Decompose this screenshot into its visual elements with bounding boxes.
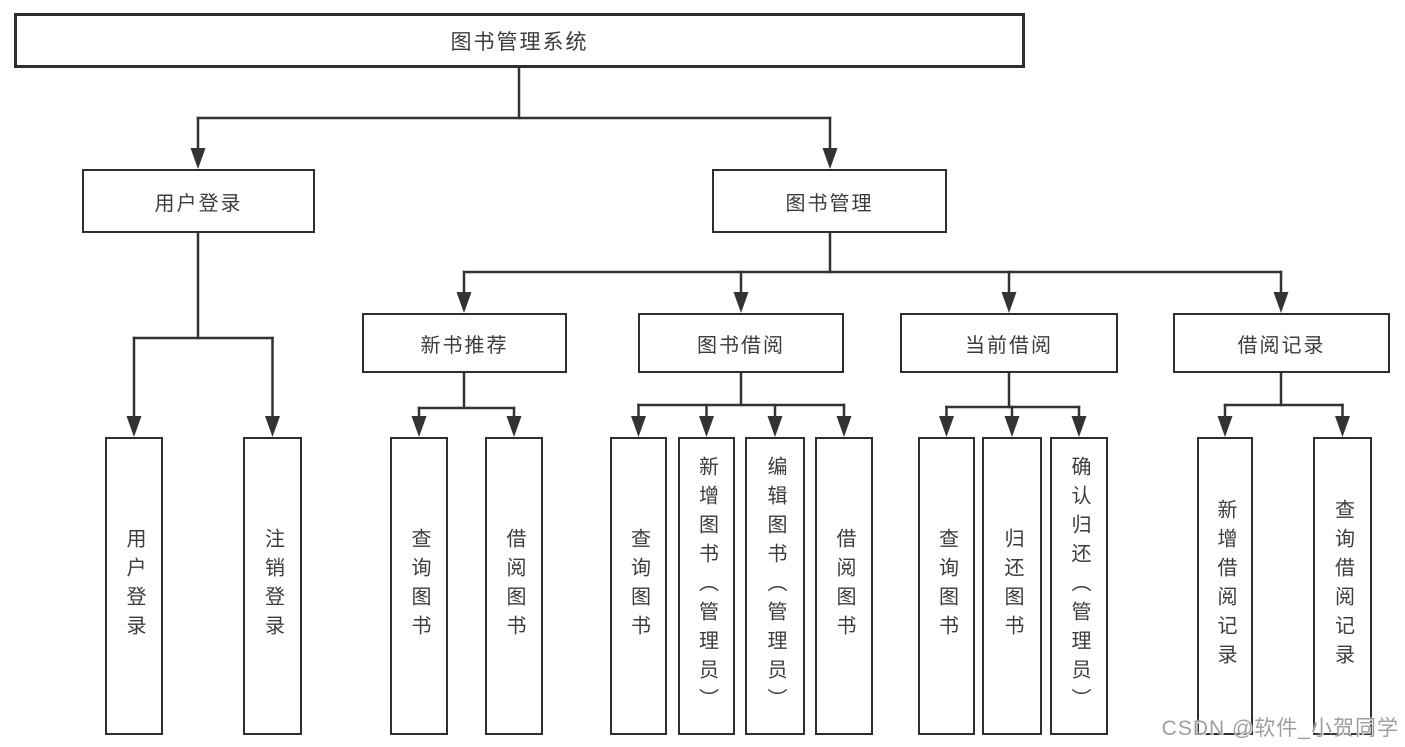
arrowhead [1071,416,1087,437]
node-borrowing-records: 借阅记录 [1173,313,1390,373]
arrowhead [822,148,838,169]
leaf-label: 借阅图书 [833,528,855,644]
arrowhead [939,416,954,437]
node-library-management-system: 图书管理系统 [14,13,1025,68]
node-label: 当前借阅 [965,334,1053,357]
node-book-management: 图书管理 [712,169,947,233]
node-current-borrowing: 当前借阅 [900,313,1118,373]
leaf-label: 新增借阅记录 [1214,499,1236,673]
leaf-label: 归还图书 [1001,528,1023,644]
leaf-query-borrow-record: 查询借阅记录 [1313,437,1372,735]
leaf-label: 查询图书 [627,528,650,644]
leaf-return-books: 归还图书 [982,437,1042,735]
node-label: 图书管理系统 [450,30,589,54]
arrowhead [699,416,714,437]
leaf-label: 查询图书 [408,528,430,644]
leaf-confirm-return-admin: 确认归还（管理员） [1050,437,1108,735]
node-new-book-recommendation: 新书推荐 [362,313,567,373]
node-label: 新书推荐 [420,334,509,357]
arrowhead [836,416,852,437]
arrowhead [1001,292,1017,313]
arrowhead [126,416,142,437]
node-label: 图书借阅 [697,334,785,357]
leaf-query-books-borrowing: 查询图书 [610,437,667,735]
arrowhead [411,416,427,437]
leaf-label: 借阅图书 [503,528,525,644]
leaf-logout: 注销登录 [243,437,302,735]
leaf-add-borrow-record: 新增借阅记录 [1197,437,1253,735]
watermark: CSDN @软件_小贺同学 [1161,717,1399,740]
arrowhead [1217,416,1233,437]
leaf-add-book-admin: 新增图书（管理员） [678,437,735,735]
arrowhead [1335,416,1350,437]
leaf-label: 新增图书（管理员） [695,455,718,717]
leaf-label: 编辑图书（管理员） [764,455,786,717]
leaf-borrow-books-borrowing: 借阅图书 [815,437,873,735]
arrowhead [631,416,646,437]
arrowhead [265,416,280,437]
leaf-user-login: 用户登录 [105,437,163,735]
leaf-label: 查询图书 [935,528,958,644]
arrowhead [190,148,206,169]
node-label: 借阅记录 [1237,334,1326,357]
leaf-query-books-current: 查询图书 [918,437,975,735]
arrowhead [1004,416,1020,437]
leaf-edit-book-admin: 编辑图书（管理员） [745,437,805,735]
node-label: 用户登录 [154,192,243,215]
leaf-query-books-recommend: 查询图书 [390,437,448,735]
node-user-login: 用户登录 [82,169,315,233]
leaf-borrow-books-recommend: 借阅图书 [485,437,543,735]
node-book-borrowing: 图书借阅 [638,313,844,373]
arrowhead [456,292,472,313]
leaf-label: 注销登录 [261,528,284,644]
arrowhead [1273,292,1289,313]
leaf-label: 确认归还（管理员） [1068,455,1090,717]
leaf-label: 用户登录 [123,528,145,644]
arrowhead [506,416,522,437]
leaf-label: 查询借阅记录 [1331,499,1354,673]
arrowhead [767,416,783,437]
node-label: 图书管理 [785,192,874,215]
arrowhead [733,292,749,313]
